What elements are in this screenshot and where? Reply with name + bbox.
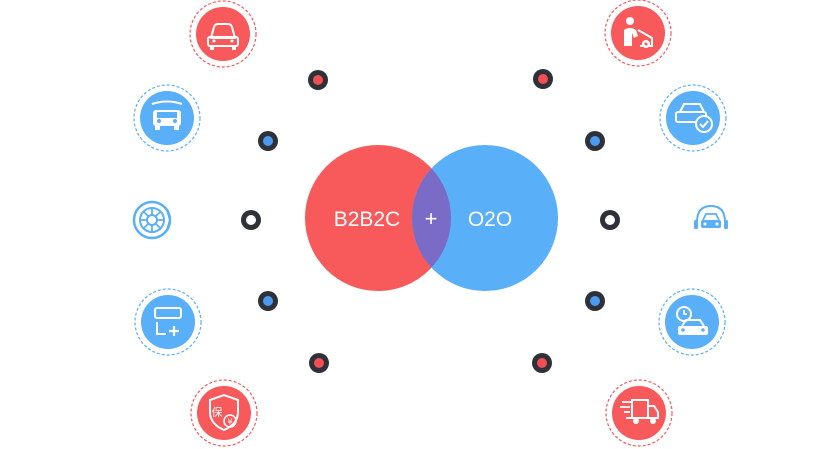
car-parts-add-icon xyxy=(134,288,202,356)
connector-dot xyxy=(532,353,552,373)
car-service-headset-icon xyxy=(694,204,728,229)
car-check-icon xyxy=(659,84,727,152)
b2b2c-label: B2B2C xyxy=(334,208,401,231)
car-wash-icon xyxy=(133,84,201,152)
connector-dot xyxy=(533,69,553,89)
connector-dot xyxy=(309,353,329,373)
b2b2c-circle xyxy=(305,145,451,291)
o2o-circle xyxy=(412,145,558,291)
connector-dot xyxy=(600,210,620,230)
car-repair-person-icon xyxy=(604,0,672,67)
car-timer-icon xyxy=(658,288,726,356)
connector-dot xyxy=(258,131,278,151)
insurance-shield-icon: 保 ¥ xyxy=(190,379,258,447)
svg-text:保: 保 xyxy=(212,405,223,419)
svg-text:¥: ¥ xyxy=(227,418,232,427)
connector-dot xyxy=(258,291,278,311)
o2o-label: O2O xyxy=(468,208,512,231)
connector-dot xyxy=(241,210,261,230)
tire-icon xyxy=(132,200,172,240)
connector-dot xyxy=(585,131,605,151)
connector-dot xyxy=(585,291,605,311)
plus-label: + xyxy=(425,206,438,231)
car-front-icon xyxy=(189,0,257,68)
connector-dot xyxy=(308,70,328,90)
delivery-truck-icon xyxy=(605,379,673,447)
